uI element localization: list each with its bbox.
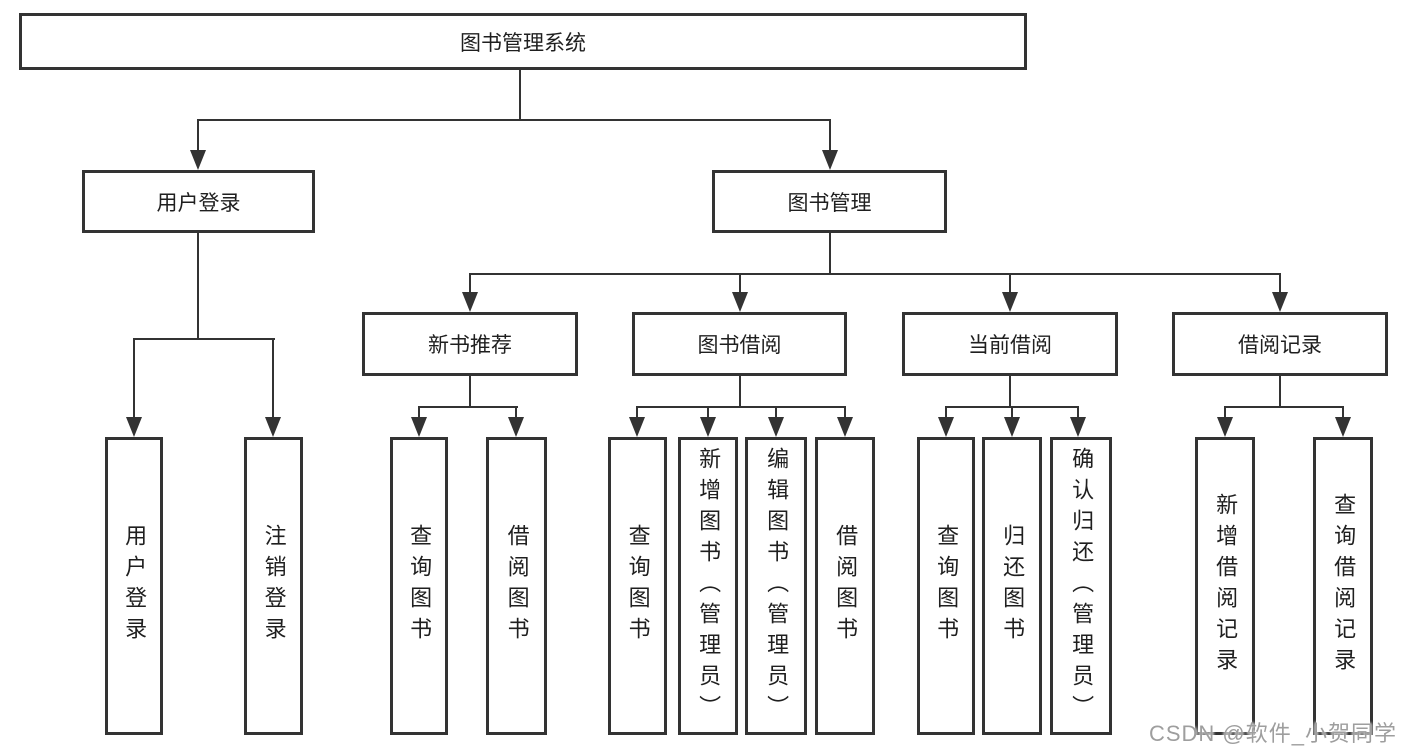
- node-label: 借阅图书: [833, 524, 859, 648]
- node-book-borrow: 图书借阅: [632, 312, 847, 376]
- node-label: 用户登录: [122, 524, 148, 648]
- arrow-down-icon: [700, 417, 716, 437]
- node-book-management: 图书管理: [712, 170, 947, 233]
- arrow-down-icon: [1335, 417, 1351, 437]
- arrow-down-icon: [1002, 292, 1018, 312]
- connector-line: [829, 233, 831, 273]
- leaf-borrow-books: 借阅图书: [815, 437, 875, 735]
- connector-line: [469, 273, 471, 295]
- connector-line: [469, 376, 471, 406]
- connector-line: [272, 338, 274, 420]
- node-label: 注销登录: [261, 524, 287, 648]
- leaf-query-books-current: 查询图书: [917, 437, 975, 735]
- arrow-down-icon: [822, 150, 838, 170]
- node-label: 查询图书: [934, 524, 960, 648]
- node-new-book-recommend: 新书推荐: [362, 312, 578, 376]
- leaf-add-borrow-record: 新增借阅记录: [1195, 437, 1255, 735]
- connector-line: [133, 338, 135, 420]
- connector-line: [1009, 376, 1011, 406]
- node-label: 借阅图书: [504, 524, 530, 648]
- connector-line: [197, 233, 199, 338]
- arrow-down-icon: [1004, 417, 1020, 437]
- leaf-return-books: 归还图书: [982, 437, 1042, 735]
- node-label: 图书管理: [787, 191, 872, 215]
- arrow-down-icon: [126, 417, 142, 437]
- arrow-down-icon: [1217, 417, 1233, 437]
- node-label: 用户登录: [156, 191, 241, 215]
- leaf-logout: 注销登录: [244, 437, 303, 735]
- connector-line: [739, 273, 741, 295]
- leaf-edit-books-admin: 编辑图书（管理员）: [745, 437, 807, 735]
- arrow-down-icon: [1070, 417, 1086, 437]
- connector-line: [1279, 273, 1281, 295]
- arrow-down-icon: [508, 417, 524, 437]
- connector-line: [739, 376, 741, 406]
- arrow-down-icon: [938, 417, 954, 437]
- node-label: 新增图书（管理员）: [696, 446, 722, 726]
- connector-line: [519, 70, 521, 119]
- node-label: 查询图书: [407, 524, 433, 648]
- node-root-library-system: 图书管理系统: [19, 13, 1027, 70]
- node-label: 确认归还（管理员）: [1069, 446, 1095, 726]
- node-user-login: 用户登录: [82, 170, 315, 233]
- connector-line: [418, 406, 420, 420]
- node-label: 查询图书: [625, 524, 651, 648]
- arrow-down-icon: [462, 292, 478, 312]
- leaf-add-books-admin: 新增图书（管理员）: [678, 437, 738, 735]
- node-label: 新增借阅记录: [1213, 493, 1239, 679]
- leaf-borrow-books-recommend: 借阅图书: [486, 437, 547, 735]
- connector-line: [636, 406, 638, 420]
- connector-line: [418, 406, 518, 408]
- leaf-query-books-recommend: 查询图书: [390, 437, 448, 735]
- node-label: 当前借阅: [968, 334, 1052, 357]
- leaf-confirm-return-admin: 确认归还（管理员）: [1050, 437, 1112, 735]
- node-borrow-records: 借阅记录: [1172, 312, 1388, 376]
- arrow-down-icon: [265, 417, 281, 437]
- node-label: 借阅记录: [1238, 334, 1322, 357]
- connector-line: [133, 338, 275, 340]
- connector-line: [1011, 406, 1013, 420]
- node-label: 查询借阅记录: [1331, 493, 1357, 679]
- arrow-down-icon: [732, 292, 748, 312]
- arrow-down-icon: [629, 417, 645, 437]
- connector-line: [775, 406, 777, 420]
- connector-line: [1009, 273, 1011, 295]
- connector-line: [1342, 406, 1344, 420]
- leaf-query-books-borrow: 查询图书: [608, 437, 667, 735]
- connector-line: [844, 406, 846, 420]
- leaf-query-borrow-record: 查询借阅记录: [1313, 437, 1373, 735]
- connector-line: [1077, 406, 1079, 420]
- leaf-user-login: 用户登录: [105, 437, 163, 735]
- connector-line: [636, 406, 846, 408]
- arrow-down-icon: [1272, 292, 1288, 312]
- arrow-down-icon: [190, 150, 206, 170]
- node-label: 编辑图书（管理员）: [764, 446, 790, 726]
- node-label: 图书借阅: [697, 334, 782, 357]
- connector-line: [945, 406, 947, 420]
- arrow-down-icon: [411, 417, 427, 437]
- arrow-down-icon: [837, 417, 853, 437]
- arrow-down-icon: [768, 417, 784, 437]
- node-label: 新书推荐: [428, 334, 512, 357]
- connector-line: [197, 119, 831, 121]
- connector-line: [1224, 406, 1226, 420]
- connector-line: [1279, 376, 1281, 406]
- node-current-borrow: 当前借阅: [902, 312, 1118, 376]
- connector-line: [829, 119, 831, 153]
- node-label: 图书管理系统: [460, 31, 586, 55]
- connector-line: [515, 406, 517, 420]
- connector-line: [197, 119, 199, 153]
- connector-line: [1224, 406, 1344, 408]
- connector-line: [469, 273, 1281, 275]
- watermark: CSDN @软件_小贺同学: [1148, 721, 1397, 746]
- connector-line: [707, 406, 709, 420]
- node-label: 归还图书: [1000, 524, 1026, 648]
